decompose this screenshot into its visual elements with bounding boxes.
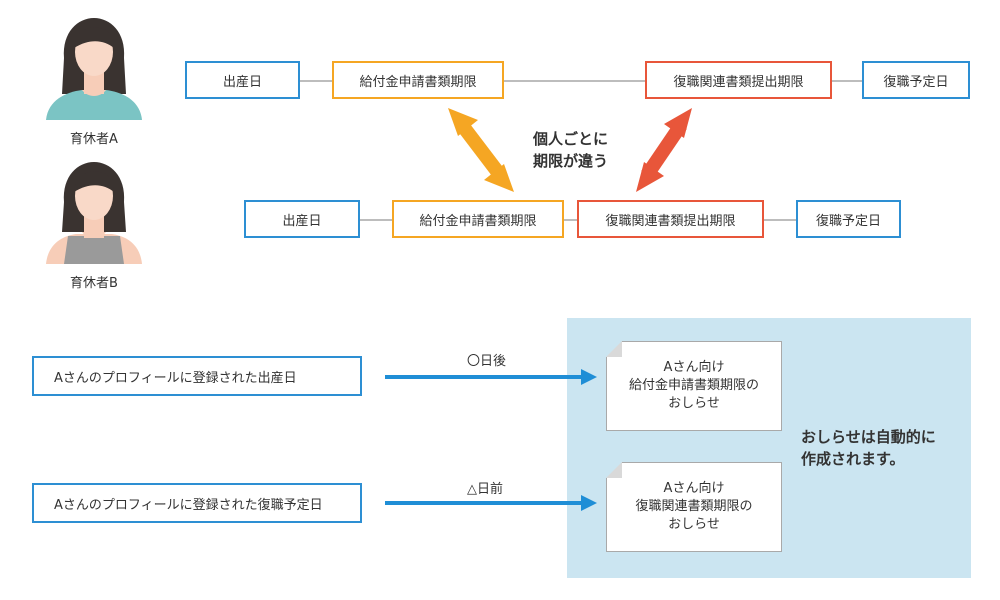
timeline-a-return-date: 復職予定日: [862, 61, 970, 99]
red-double-arrow-icon: [636, 108, 692, 192]
notification-note-benefit: Aさん向け 給付金申請書類期限の おしらせ: [606, 341, 782, 431]
person-b-label: 育休者B: [70, 276, 118, 291]
person-b-avatar: [42, 158, 146, 266]
orange-double-arrow-icon: [448, 108, 514, 192]
difference-label: 個人ごとに 期限が違う: [533, 130, 609, 170]
person-a-label: 育休者A: [70, 132, 118, 147]
woman-icon: [46, 18, 142, 120]
timeline-b-benefit-deadline: 給付金申請書類期限: [392, 200, 564, 238]
offset-label-days-before: △日前: [467, 482, 503, 497]
timeline-b-return-date: 復職予定日: [796, 200, 901, 238]
folded-corner-icon: [606, 341, 622, 357]
arrow-right-icon: [385, 495, 597, 511]
auto-created-message: おしらせは自動的に 作成されます。: [801, 428, 936, 468]
difference-arrows: [448, 108, 692, 192]
person-a-avatar: [42, 14, 146, 122]
timeline-b-return-docs-deadline: 復職関連書類提出期限: [577, 200, 764, 238]
woman-icon: [46, 162, 142, 264]
folded-corner-icon: [606, 462, 622, 478]
timeline-a-benefit-deadline: 給付金申請書類期限: [332, 61, 504, 99]
offset-label-days-after: 〇日後: [467, 354, 507, 369]
source-return-date-box: Aさんのプロフィールに登録された復職予定日: [32, 483, 362, 523]
timeline-a-birth-date: 出産日: [185, 61, 300, 99]
notification-note-return: Aさん向け 復職関連書類期限の おしらせ: [606, 462, 782, 552]
timeline-b-birth-date: 出産日: [244, 200, 360, 238]
arrow-right-icon: [385, 369, 597, 385]
timeline-a-connector: [300, 80, 865, 82]
source-birth-date-box: Aさんのプロフィールに登録された出産日: [32, 356, 362, 396]
timeline-a-return-docs-deadline: 復職関連書類提出期限: [645, 61, 832, 99]
